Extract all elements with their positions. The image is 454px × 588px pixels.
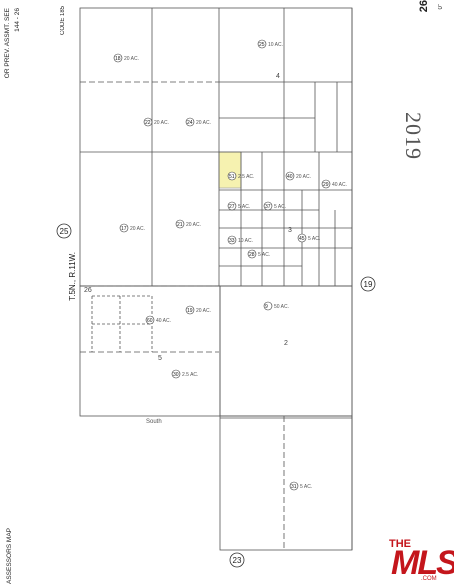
parcel-number-9: 9 <box>265 304 268 310</box>
tax-code-label: CODE 185 <box>60 6 66 36</box>
assessors-map-label: ASSESSORS MAP <box>6 528 13 584</box>
parcel-acreage-19: 20 AC. <box>196 308 211 314</box>
section-circle-23 <box>229 552 245 568</box>
parcel-acreage-18: 20 AC. <box>124 56 139 62</box>
section-label-25: 25 <box>60 227 69 236</box>
parcel-number-28: 28 <box>249 252 255 258</box>
logo-the-text: THE <box>389 538 411 550</box>
parcel-number-30: 30 <box>173 372 179 378</box>
parcel-circle-28 <box>247 249 257 259</box>
section-boundary-lower-left <box>79 285 221 417</box>
parcel-acreage-28: 5 AC. <box>258 252 270 258</box>
section-circle-25 <box>56 223 72 239</box>
parcel-acreage-22: 20 AC. <box>154 120 169 126</box>
section-label-26: 26 <box>84 287 92 294</box>
parcel-acreage-60: 40 AC. <box>156 318 171 324</box>
parcel-acreage-30: 2.5 AC. <box>182 372 198 378</box>
map-number: 26 <box>418 0 430 13</box>
parcel-number-33: 33 <box>229 238 235 244</box>
road-label-south: South <box>146 419 162 425</box>
lot-number-4: 2 <box>284 340 288 347</box>
township-range-label: T.5N., R.11W. <box>68 252 77 301</box>
prior-assessment-note: OR PREV. ASSMT. SEE <box>4 8 11 79</box>
parcel-number-60: 60 <box>147 318 153 324</box>
parcel-acreage-51: 2.5 AC. <box>238 174 254 180</box>
parcel-circle-18 <box>113 53 123 63</box>
parcel-circle-51 <box>227 171 237 181</box>
parcel-circle-30 <box>171 369 181 379</box>
parcel-acreage-17: 20 AC. <box>130 226 145 232</box>
parcel-number-37: 37 <box>265 204 271 210</box>
lot-number-1: 4 <box>276 73 280 80</box>
parcel-circle-60 <box>145 315 155 325</box>
section-circle-19 <box>360 276 376 292</box>
parcel-number-51: 51 <box>229 174 235 180</box>
parcel-acreage-29: 40 AC. <box>332 182 347 188</box>
section-label-23: 23 <box>233 556 242 565</box>
section-label-19: 19 <box>364 280 373 289</box>
parcel-acreage-25: 10 AC. <box>268 42 283 48</box>
parcel-acreage-40: 20 AC. <box>296 174 311 180</box>
logo-com-text: .COM <box>421 576 437 582</box>
parcel-number-18: 18 <box>115 56 121 62</box>
parcel-number-19: 19 <box>187 308 193 314</box>
parcel-acreage-21: 20 AC. <box>186 222 201 228</box>
parcel-acreage-33: 10 AC. <box>238 238 253 244</box>
parcel-acreage-45: 5 AC. <box>308 236 320 242</box>
parcel-acreage-37: 5 AC. <box>274 204 286 210</box>
lot-number-2: 3 <box>288 227 292 234</box>
parcel-acreage-9: 50 AC. <box>274 304 289 310</box>
parcel-number-27: 27 <box>229 204 235 210</box>
map-year: 2019 <box>401 112 426 160</box>
parcel-circle-22 <box>143 117 153 127</box>
highlighted-parcel <box>218 151 242 189</box>
prior-assessment-ref: 144 - 26 <box>14 8 21 32</box>
parcel-circle-25 <box>257 39 267 49</box>
parcel-circle-21 <box>175 219 185 229</box>
parcel-circle-45 <box>297 233 307 243</box>
parcel-circle-40 <box>285 171 295 181</box>
logo-mls-text: MLS <box>391 544 454 582</box>
parcel-number-45: 45 <box>299 236 305 242</box>
parcel-acreage-27: 5 AC. <box>238 204 250 210</box>
parcel-number-40: 40 <box>287 174 293 180</box>
section-boundary-upper <box>79 7 353 287</box>
parcel-circle-37 <box>263 201 273 211</box>
parcel-number-25: 25 <box>259 42 265 48</box>
parcel-circle-9 <box>263 301 273 311</box>
mls-logo: THE MLS .COM <box>387 538 454 584</box>
parcel-circle-33 <box>227 235 237 245</box>
parcel-circle-19 <box>185 305 195 315</box>
parcel-number-22: 22 <box>145 120 151 126</box>
parcel-circle-29 <box>321 179 331 189</box>
lot-number-3: 5 <box>158 355 162 362</box>
parcel-number-21: 21 <box>177 222 183 228</box>
parcel-acreage-24: 20 AC. <box>196 120 211 126</box>
map-sub-number: 0" <box>438 4 444 10</box>
parcel-circle-31 <box>289 481 299 491</box>
parcel-acreage-31: 5 AC. <box>300 484 312 490</box>
parcel-number-17: 17 <box>121 226 127 232</box>
parcel-number-29: 29 <box>323 182 329 188</box>
parcel-circle-24 <box>185 117 195 127</box>
parcel-circle-27 <box>227 201 237 211</box>
parcel-number-31: 31 <box>291 484 297 490</box>
parcel-number-24: 24 <box>187 120 193 126</box>
parcel-circle-17 <box>119 223 129 233</box>
